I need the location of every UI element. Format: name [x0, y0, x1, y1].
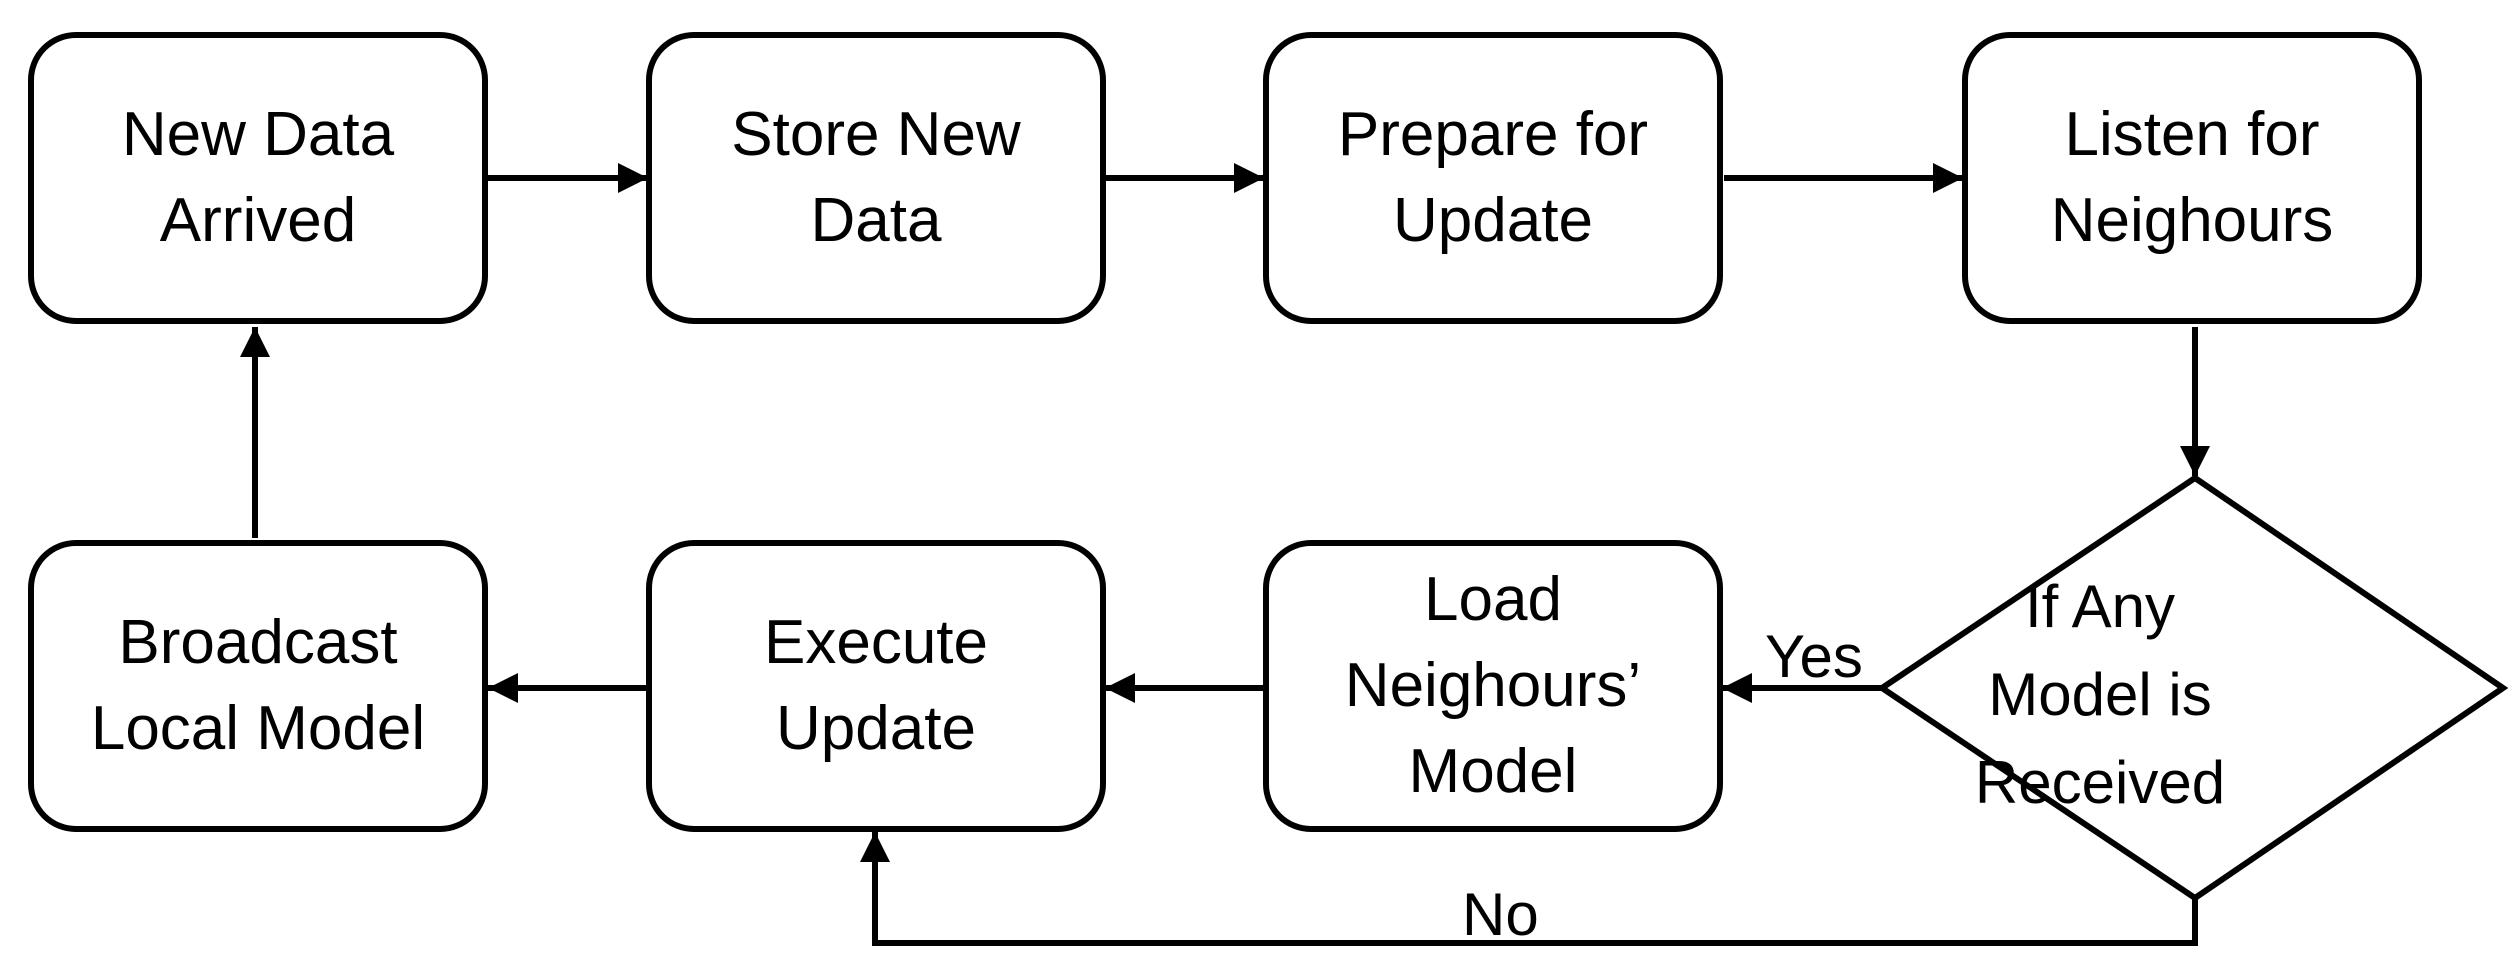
node-listen-for-neighours-label: Listen for Neighours [2050, 100, 2334, 255]
node-prepare-for-update: Prepare for Update [1263, 32, 1723, 324]
node-new-data-arrived: New Data Arrived [28, 32, 488, 324]
node-prepare-for-update-label: Prepare for Update [1337, 100, 1649, 255]
node-execute-update: Execute Update [646, 540, 1106, 832]
node-execute-update-label: Execute Update [763, 608, 989, 763]
edge-label-no: No [1462, 881, 1539, 948]
node-store-new-data-label: Store New Data [731, 100, 1021, 255]
node-broadcast-local-model-label: Broadcast Local Model [90, 608, 426, 763]
node-new-data-arrived-label: New Data Arrived [121, 100, 395, 255]
node-listen-for-neighours: Listen for Neighours [1962, 32, 2422, 324]
edge-label-yes: Yes [1765, 623, 1863, 690]
node-broadcast-local-model: Broadcast Local Model [28, 540, 488, 832]
node-store-new-data: Store New Data [646, 32, 1106, 324]
node-load-neighours-model-label: Load Neighours’ Model [1344, 565, 1642, 806]
node-load-neighours-model: Load Neighours’ Model [1263, 540, 1723, 832]
arrow-decision-no-to-execute [860, 832, 2198, 946]
decision-label: If Any Model is Received [1974, 573, 2226, 816]
